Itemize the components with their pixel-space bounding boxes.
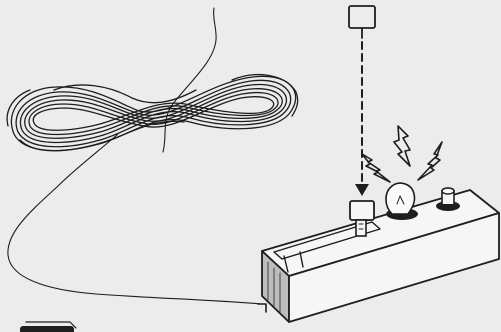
light-bulb-icon xyxy=(386,183,415,214)
key-icon xyxy=(350,201,374,220)
